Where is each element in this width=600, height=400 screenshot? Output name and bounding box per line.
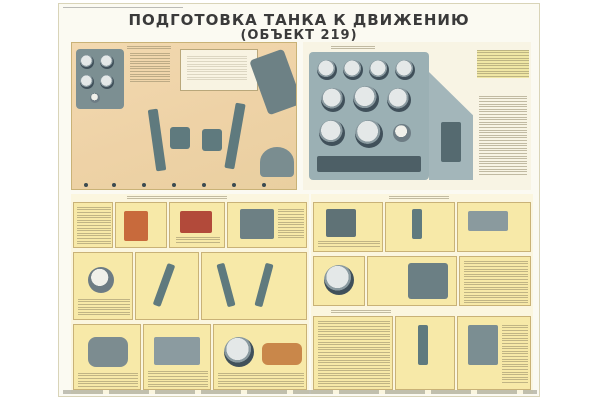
step-panel <box>115 202 167 248</box>
section-heading <box>389 196 449 199</box>
side-panel <box>429 72 473 180</box>
gauge-icon <box>80 75 94 89</box>
poster-subtitle: (ОБЪЕКТ 219) <box>240 28 358 43</box>
steering-unit <box>260 147 294 177</box>
section-heading <box>331 310 391 313</box>
step-panel <box>457 202 531 252</box>
lever-icon <box>412 209 422 239</box>
gauge-icon <box>80 55 94 69</box>
control-box-icon <box>468 325 498 365</box>
step-panel <box>367 256 457 306</box>
instrument-cluster <box>76 49 124 109</box>
gauge-icon <box>224 337 254 367</box>
step-panel <box>201 252 307 320</box>
step-panel <box>169 202 225 248</box>
callout-numbers <box>72 175 296 189</box>
gauge-icon <box>395 60 415 80</box>
step-panel <box>135 252 199 320</box>
hatch-mechanism <box>249 48 296 116</box>
section-heading <box>127 196 227 199</box>
driver-compartment-panel <box>71 42 297 190</box>
gauge-icon <box>100 55 114 69</box>
gauge-icon <box>387 88 411 112</box>
step-panel <box>385 202 455 252</box>
step-panel <box>73 252 133 320</box>
control-box-icon <box>408 263 448 299</box>
control-box-icon <box>240 209 274 239</box>
lever-icon <box>224 102 246 170</box>
header-small-print <box>63 7 183 9</box>
control-box-icon <box>262 343 302 365</box>
control-box-icon <box>326 209 356 237</box>
step-panel <box>213 324 307 390</box>
gauge-icon <box>369 60 389 80</box>
step-panel <box>73 324 141 390</box>
step-panel <box>313 316 393 390</box>
switch-strip <box>317 156 421 172</box>
map-inset <box>180 49 258 91</box>
control-box-icon <box>154 337 200 365</box>
lever-icon <box>418 325 428 365</box>
gauge-icon <box>353 86 379 112</box>
gauge-icon <box>319 120 345 146</box>
lever-icon <box>254 262 274 308</box>
lever-icon <box>147 108 167 172</box>
gauge-icon <box>317 60 337 80</box>
legend-text <box>479 96 527 176</box>
gauge-icon <box>90 93 100 103</box>
gauge-icon <box>88 267 114 293</box>
step-panel <box>395 316 455 390</box>
step-panel <box>313 256 365 306</box>
step-panel <box>457 316 531 390</box>
panel-heading <box>331 46 375 49</box>
step-panel <box>227 202 307 248</box>
gauge-icon <box>355 120 383 148</box>
footer-small-print <box>63 390 537 394</box>
gauge-icon <box>393 124 411 142</box>
lever-icon <box>152 262 176 308</box>
lever-icon <box>216 262 236 308</box>
preparation-steps-left <box>71 194 309 394</box>
step-panel <box>313 202 383 252</box>
control-box-icon <box>124 211 148 241</box>
step-panel <box>73 202 113 248</box>
step-panel <box>459 256 531 306</box>
instrument-panel-area <box>303 42 531 190</box>
pedal-icon <box>170 127 190 149</box>
gauge-icon <box>343 60 363 80</box>
legend-text <box>130 53 170 83</box>
control-box-icon <box>468 211 508 231</box>
gauge-icon <box>100 75 114 89</box>
preparation-steps-right <box>311 194 533 394</box>
control-box-icon <box>88 337 128 367</box>
step-panel <box>143 324 211 390</box>
panel-heading <box>127 46 171 49</box>
gauge-icon <box>324 265 354 295</box>
instrument-panel <box>309 52 429 180</box>
pedal-icon <box>202 129 222 151</box>
description-text <box>477 50 529 78</box>
control-box-icon <box>180 211 212 233</box>
gauge-icon <box>321 88 345 112</box>
poster-sheet: ПОДГОТОВКА ТАНКА К ДВИЖЕНИЮ (ОБЪЕКТ 219) <box>58 3 540 397</box>
poster-title: ПОДГОТОВКА ТАНКА К ДВИЖЕНИЮ <box>128 11 470 29</box>
